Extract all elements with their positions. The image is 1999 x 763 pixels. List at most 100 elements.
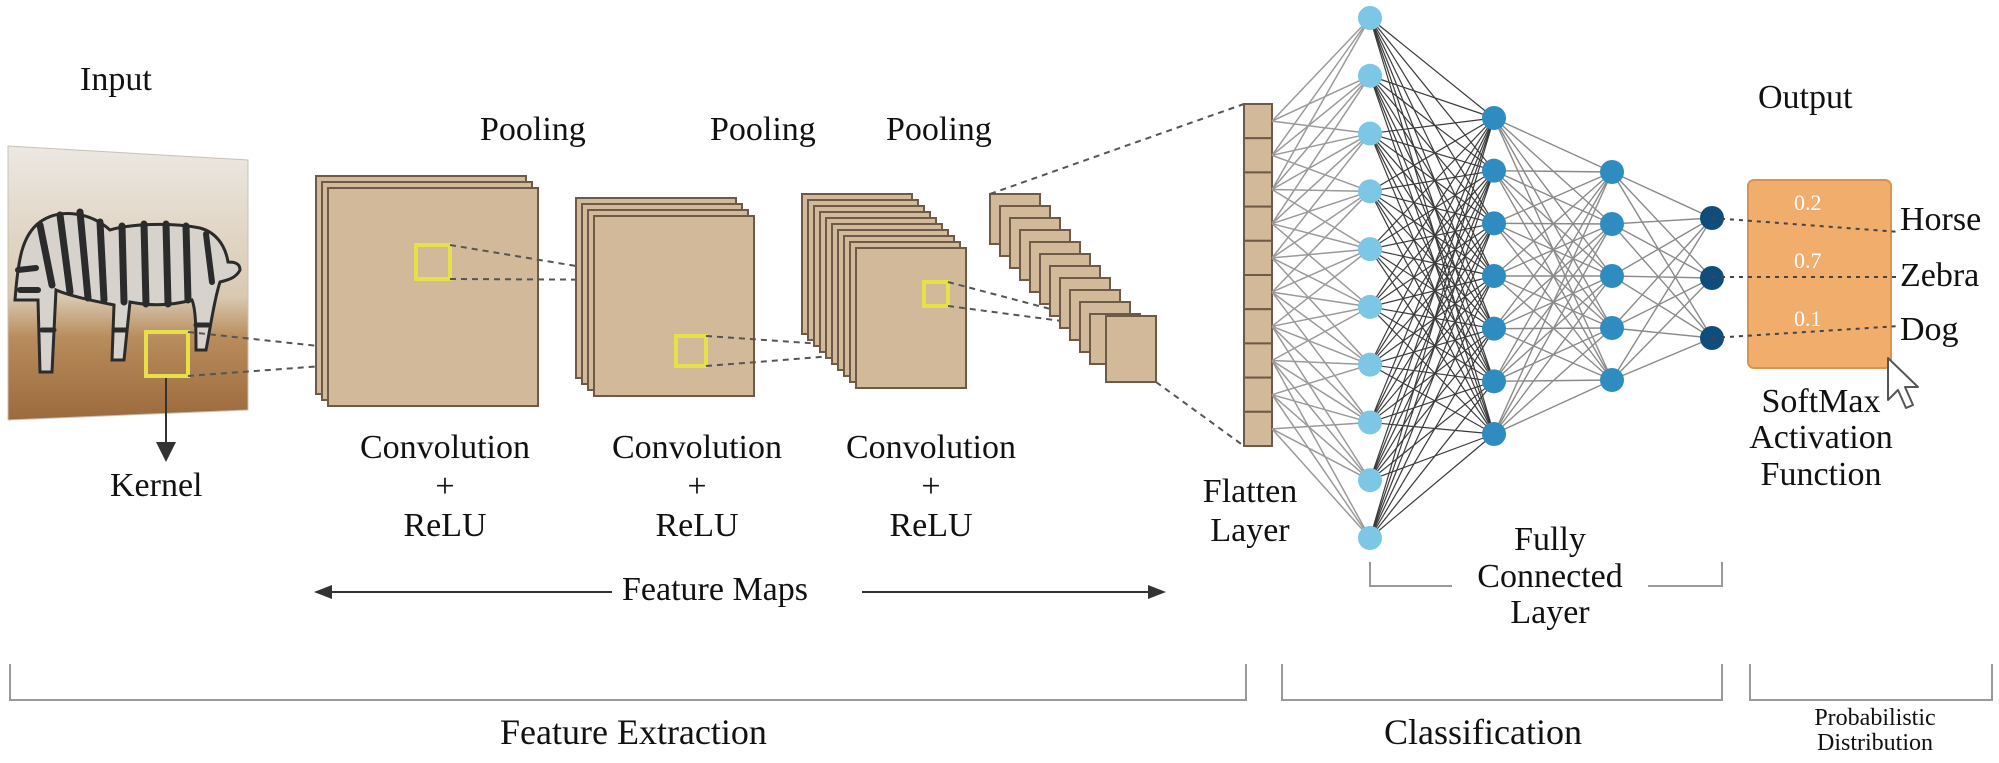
neuron-connection (1369, 275, 1495, 366)
neuron-connection (1369, 380, 1495, 539)
flatten-connection (1271, 248, 1371, 327)
softmax-connections (1711, 217, 1901, 339)
neuron-connection (1369, 170, 1495, 423)
section-brackets (9, 664, 1993, 701)
neuron-connection (1611, 217, 1713, 329)
flatten-cell (1243, 171, 1273, 208)
flatten-connection (1271, 306, 1371, 328)
neuron-connection (1369, 275, 1495, 539)
kernel-box (144, 330, 190, 378)
neuron-connection (1493, 171, 1613, 382)
class-zebra-label: Zebra (1900, 257, 1980, 294)
neuron-connection (1369, 275, 1495, 308)
convolution-text: Convolution (359, 429, 531, 466)
flatten-layer (1243, 103, 1273, 447)
neuron-connection (1369, 75, 1495, 224)
fully-connected-edges (1271, 17, 1713, 539)
neuron-connection (1369, 364, 1495, 435)
softmax-text: SoftMax (1761, 383, 1881, 420)
neuron-connection (1493, 171, 1613, 224)
neuron-connection (1369, 117, 1495, 481)
flatten-connection (1271, 360, 1371, 481)
neuron-connection (1369, 328, 1495, 366)
neuron-node (1358, 410, 1382, 435)
neuron-connection (1369, 191, 1495, 435)
neuron-connection (1369, 117, 1495, 423)
neuron-connection (1369, 17, 1495, 119)
neuron-node (1600, 160, 1624, 184)
neuron-connection (1493, 171, 1613, 435)
zebra-illustration (13, 208, 242, 374)
neuron-connection (1369, 132, 1495, 172)
neuron-node (1600, 212, 1624, 236)
neuron-connection (1369, 117, 1495, 250)
neuron-connection (1369, 117, 1495, 539)
neuron-connection (1611, 337, 1713, 381)
section-feature-extraction-label: Feature Extraction (500, 712, 767, 752)
neuron-connection (1369, 306, 1495, 435)
neuron-connection (1493, 171, 1613, 330)
flatten-connection (1271, 75, 1371, 190)
flatten-cell (1243, 103, 1273, 140)
neuron-connection (1493, 327, 1613, 435)
neuron-connection (1369, 133, 1495, 329)
neuron-connection (1369, 190, 1495, 224)
flatten-cell (1243, 376, 1273, 413)
neuron-node (1482, 211, 1506, 236)
plus-text: + (921, 468, 941, 506)
section-probabilistic-label: Probabilistic Distribution (1790, 705, 1960, 757)
neuron-node (1358, 179, 1382, 204)
neuron-connection (1369, 170, 1495, 539)
neuron-connection (1493, 117, 1613, 173)
neuron-node (1358, 526, 1382, 550)
neuron-node (1482, 264, 1506, 288)
flatten-connection (1271, 428, 1371, 481)
neuron-connection (1369, 275, 1495, 423)
flatten-layer-label: Flatten Layer (1190, 472, 1310, 550)
flatten-connection (1271, 393, 1371, 424)
activation-text: Activation (1749, 419, 1893, 457)
section-classification-label: Classification (1384, 712, 1582, 752)
neuron-connection (1369, 75, 1495, 119)
layer-text: Layer (1210, 512, 1290, 550)
flatten-connection (1271, 428, 1371, 539)
flatten-cell (1243, 205, 1273, 242)
neuron-connection (1369, 364, 1495, 382)
filter-box-1 (414, 243, 452, 281)
flatten-connection (1271, 222, 1371, 250)
flatten-connection (1271, 359, 1371, 424)
probability-dog: 0.1 (1794, 306, 1822, 331)
flatten-connection (1271, 248, 1371, 293)
pooling-label-3: Pooling (886, 111, 992, 148)
neuron-node (1482, 369, 1506, 394)
neuron-connection (1369, 328, 1495, 481)
neuron-connection (1369, 306, 1495, 330)
neuron-connection (1369, 117, 1495, 365)
neuron-connection (1493, 379, 1613, 435)
flatten-connection (1271, 291, 1371, 308)
neuron-connection (1369, 328, 1495, 539)
distribution-text: Distribution (1816, 730, 1933, 757)
input-image (7, 145, 249, 421)
flatten-connection (1271, 75, 1371, 225)
neuron-connection (1369, 75, 1495, 382)
probability-zebra: 0.7 (1794, 248, 1822, 273)
flatten-text: Flatten (1202, 473, 1298, 510)
flatten-connection (1271, 75, 1371, 122)
flatten-connection (1271, 306, 1371, 362)
probabilistic-text: Probabilistic (1814, 705, 1936, 731)
relu-text: ReLU (403, 507, 487, 545)
neuron-connection (1369, 433, 1495, 539)
flatten-cell (1243, 308, 1273, 345)
flatten-connection (1271, 133, 1371, 225)
function-text: Function (1760, 455, 1882, 493)
neuron-connection (1369, 380, 1495, 424)
neuron-connection (1369, 380, 1495, 481)
neuron-connection (1611, 217, 1713, 277)
neuron-connection (1369, 328, 1495, 423)
connected-text: Connected (1477, 557, 1623, 595)
neuron-node (1600, 264, 1624, 288)
flatten-connection (1271, 188, 1371, 193)
feature-map-stack-2 (575, 197, 755, 397)
neuron-connection (1369, 117, 1495, 308)
